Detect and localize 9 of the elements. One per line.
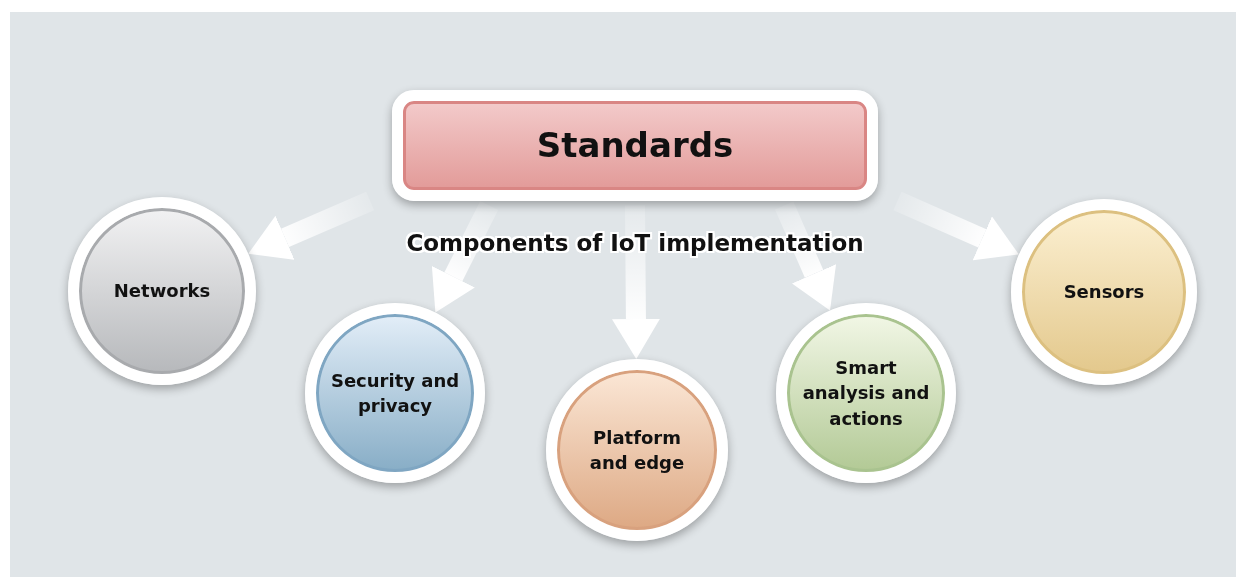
node-label: Standards	[536, 123, 734, 167]
node-label: Platform and edge	[588, 425, 686, 475]
node-label: Smart analysis and actions	[801, 356, 931, 431]
diagram-title: Components of IoT implementation	[405, 230, 865, 256]
node-label: Sensors	[1063, 280, 1145, 305]
arrow	[775, 201, 837, 311]
node-label: Security and privacy	[330, 368, 460, 418]
node-label: Networks	[113, 279, 211, 304]
heading-box	[392, 90, 878, 201]
